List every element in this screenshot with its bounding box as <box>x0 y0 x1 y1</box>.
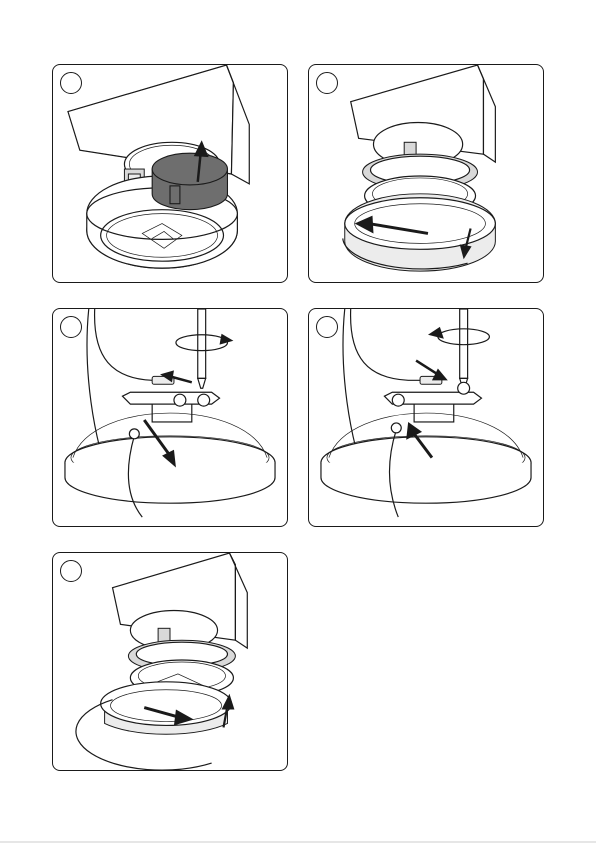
step-3-illustration <box>53 309 287 526</box>
step-2-illustration <box>309 65 543 282</box>
step-5-illustration <box>53 553 287 770</box>
step-1-illustration <box>53 65 287 282</box>
step-4-panel <box>308 308 544 527</box>
rotate-arrow-icon <box>428 327 444 339</box>
step-2-panel <box>308 64 544 283</box>
step-1-panel <box>52 64 288 283</box>
right-arrow-icon <box>432 368 448 380</box>
step-3-panel <box>52 308 288 527</box>
step-5-panel <box>52 552 288 771</box>
step-4-illustration <box>309 309 543 526</box>
page-footer-marks <box>0 837 596 843</box>
rotate-arrow-icon <box>220 334 234 345</box>
